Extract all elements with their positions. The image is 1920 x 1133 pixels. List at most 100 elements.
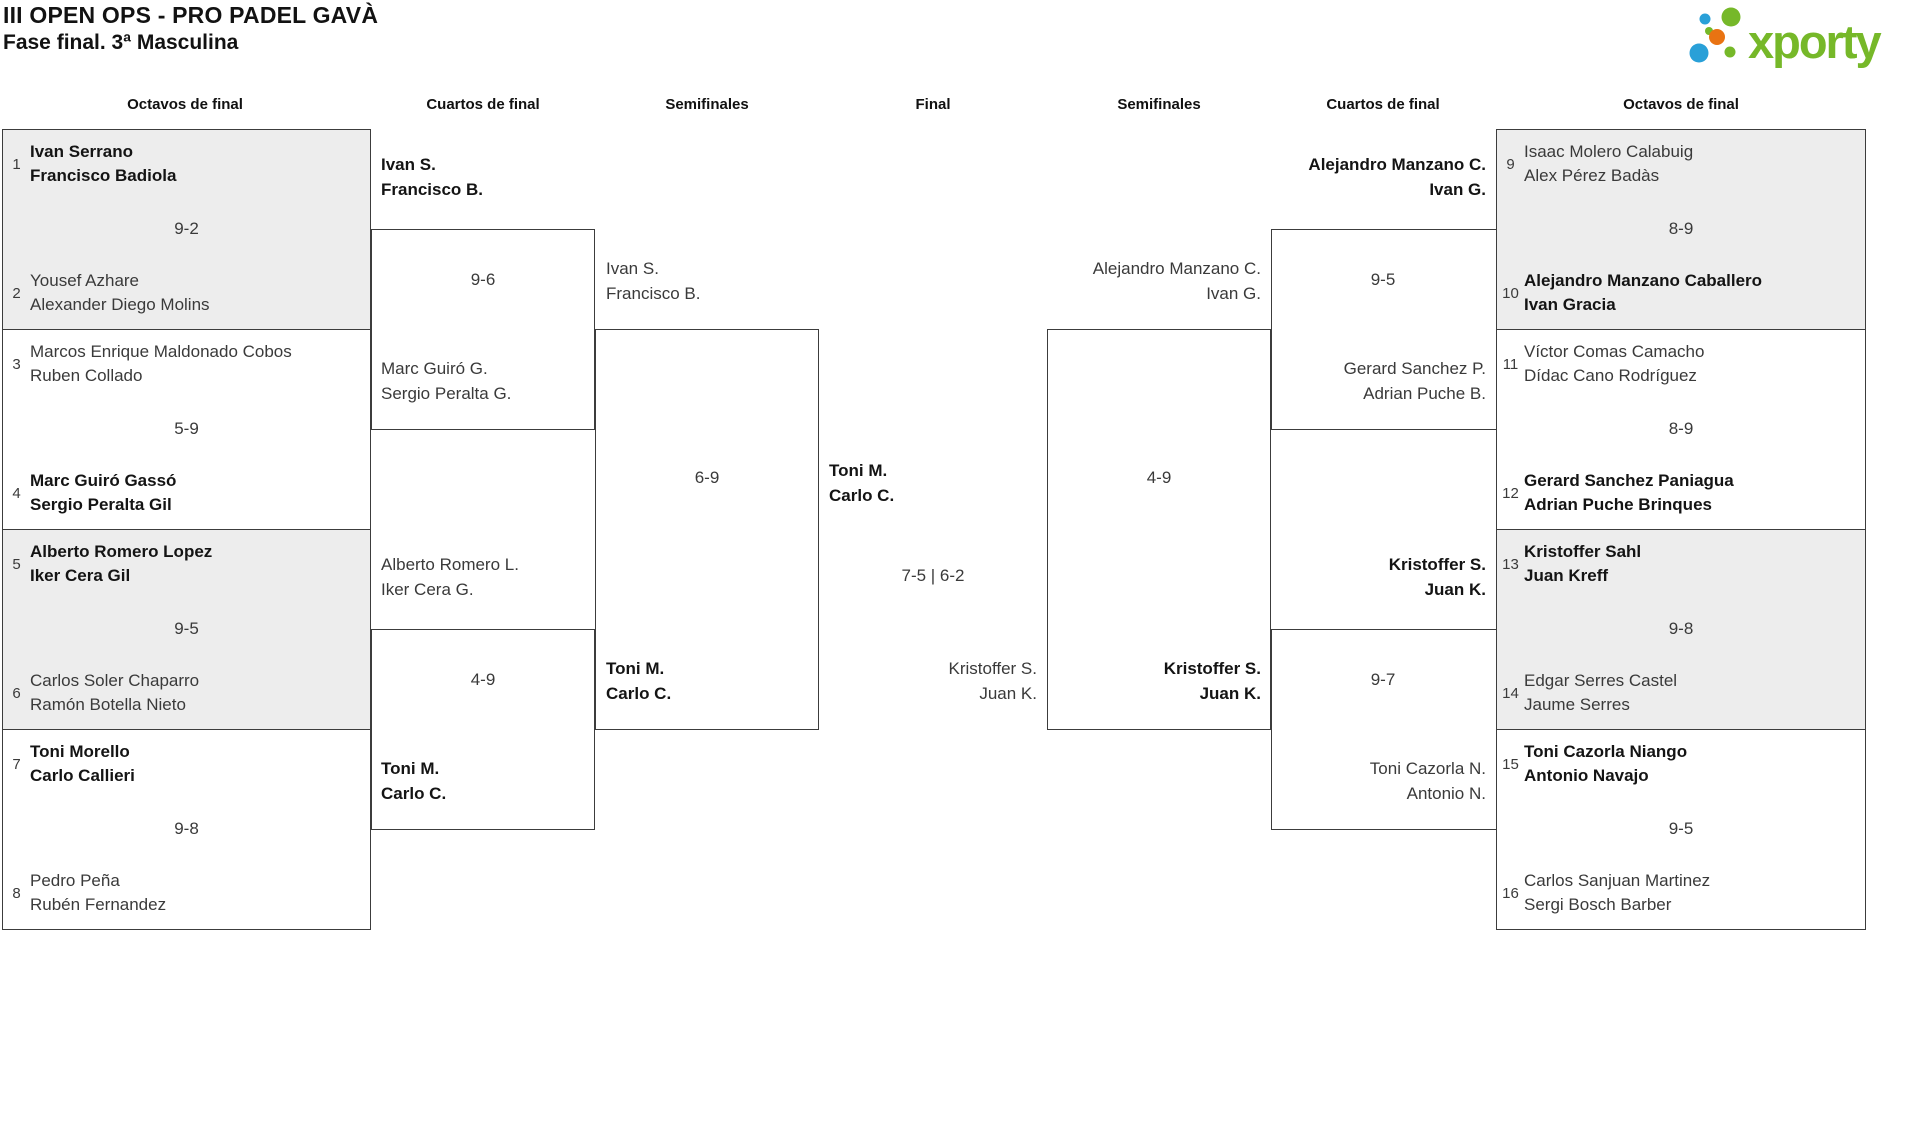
qf2-winner-team: Toni M.Carlo C.: [381, 759, 447, 803]
qf1-score: 9-6: [470, 270, 496, 289]
match-score: 9-5: [1668, 818, 1694, 838]
final-winner-team: Toni M.Carlo C.: [829, 461, 895, 505]
match-score: 9-2: [174, 218, 199, 238]
seed-number: 10: [1502, 284, 1519, 302]
seed-number: 1: [12, 155, 21, 173]
qf-box-4: [1271, 629, 1497, 830]
match-score: 9-8: [1668, 618, 1694, 638]
round-header-right-sf: Semifinales: [1117, 96, 1201, 113]
round-header-left-r16: Octavos de final: [127, 96, 243, 113]
round-header-left-sf: Semifinales: [665, 96, 749, 113]
seed-number: 6: [12, 684, 21, 702]
round-header-final: Final: [915, 96, 951, 113]
qf-box-2: [371, 629, 595, 830]
logo-dot-green-small: [1724, 46, 1736, 58]
qf-box-3: [1271, 229, 1497, 430]
logo-dot-green-big: [1721, 7, 1741, 27]
sf-left-top-team: Ivan S.Francisco B.: [606, 259, 701, 303]
seed-number: 5: [12, 555, 21, 573]
qf1-loser-team: Marc Guiró G.Sergio Peralta G.: [381, 359, 512, 403]
match-score: 5-9: [174, 418, 199, 438]
qf2-score: 4-9: [470, 670, 496, 689]
match-score: 8-9: [1668, 218, 1694, 238]
sf-right-winner-team: Kristoffer S.Juan K.: [1163, 659, 1261, 703]
round-header-right-qf: Cuartos de final: [1326, 96, 1440, 113]
qf4-score: 9-7: [1370, 670, 1396, 689]
seed-number: 12: [1502, 484, 1519, 502]
sf-right-score: 4-9: [1146, 468, 1172, 487]
logo-wordmark: xporty: [1748, 15, 1882, 68]
qf2-loser-team: Alberto Romero L.Iker Cera G.: [381, 555, 519, 599]
sf-left-score: 6-9: [694, 468, 720, 487]
qf4-winner-team: Kristoffer S.Juan K.: [1388, 555, 1486, 599]
seed-number: 13: [1502, 555, 1519, 573]
qf-box-1: [371, 229, 595, 430]
seed-number: 11: [1502, 355, 1519, 373]
sf-right-top-team: Alejandro Manzano C.Ivan G.: [1092, 259, 1261, 303]
match-score: 9-5: [174, 618, 199, 638]
seed-number: 8: [12, 884, 21, 902]
final-score: 7-5 | 6-2: [901, 566, 965, 585]
qf3-winner-team: Alejandro Manzano C.Ivan G.: [1308, 155, 1486, 199]
qf3-score: 9-5: [1370, 270, 1396, 289]
logo-dot-blue-small: [1699, 13, 1711, 25]
logo-dot-blue-big: [1689, 43, 1709, 63]
seed-number: 3: [12, 355, 21, 373]
seed-number: 4: [12, 484, 21, 502]
tournament-title: III OPEN OPS - PRO PADEL GAVÀ: [3, 2, 379, 28]
sf-left-winner-team: Toni M.Carlo C.: [606, 659, 672, 703]
round-header-left-qf: Cuartos de final: [426, 96, 540, 113]
logo-dot-orange: [1709, 29, 1725, 45]
sf-box-left: [595, 329, 819, 730]
round-header-right-r16: Octavos de final: [1623, 96, 1739, 113]
match-score: 9-8: [174, 818, 199, 838]
seed-number: 15: [1502, 755, 1519, 773]
tournament-subtitle: Fase final. 3ª Masculina: [3, 31, 239, 54]
sf-box-right: [1047, 329, 1271, 730]
seed-number: 9: [1506, 155, 1515, 173]
final-runner-up-team: Kristoffer S.Juan K.: [948, 659, 1038, 703]
match-score: 8-9: [1668, 418, 1694, 438]
seed-number: 14: [1502, 684, 1519, 702]
qf4-loser-team: Toni Cazorla N.Antonio N.: [1369, 759, 1486, 803]
seed-number: 2: [12, 284, 21, 302]
qf1-winner-team: Ivan S.Francisco B.: [381, 155, 484, 199]
qf3-loser-team: Gerard Sanchez P.Adrian Puche B.: [1343, 359, 1486, 403]
